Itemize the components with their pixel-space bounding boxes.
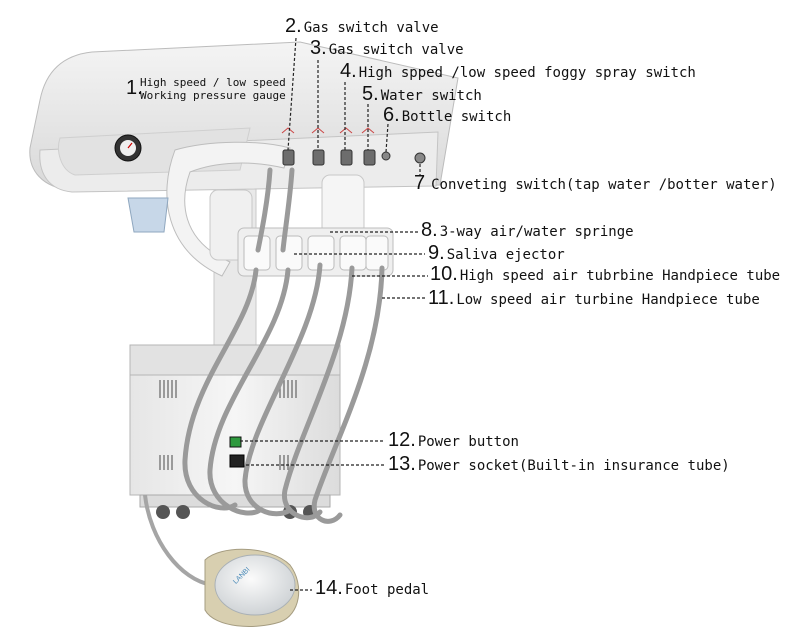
label-12: 12.Power button	[388, 429, 519, 451]
label-5-text: Water switch	[380, 88, 482, 104]
label-12-number: 12.	[388, 429, 416, 451]
label-13: 13.Power socket(Built-in insurance tube)	[388, 453, 730, 475]
label-2-number: 2.	[285, 15, 302, 37]
hoses	[182, 167, 385, 524]
label-6-text: Bottle switch	[401, 109, 512, 125]
label-5: 5.Water switch	[362, 83, 482, 105]
power-socket-icon	[229, 454, 245, 468]
label-11-number: 11.	[428, 287, 455, 309]
label-9: 9.Saliva ejector	[428, 242, 565, 264]
valve-row	[282, 149, 426, 166]
label-14-number: 14.	[315, 577, 343, 599]
label-6: 6.Bottle switch	[383, 104, 512, 126]
label-14: 14.Foot pedal	[315, 577, 430, 599]
label-3-text: Gas switch valve	[328, 42, 464, 58]
label-4: 4.High spped /low speed foggy spray swit…	[340, 60, 696, 82]
label-13-text: Power socket(Built-in insurance tube)	[417, 458, 730, 474]
power-button-icon	[229, 436, 242, 448]
label-2-text: Gas switch valve	[303, 20, 439, 36]
label-8-text: 3-way air/water springe	[439, 224, 634, 240]
label-13-number: 13.	[388, 453, 416, 475]
label-12-text: Power button	[417, 434, 519, 450]
label-3: 3.Gas switch valve	[310, 37, 464, 59]
leader-lines	[240, 37, 428, 591]
label-6-number: 6.	[383, 104, 400, 126]
label-1-number: 1.	[126, 77, 143, 99]
label-7: 7 Conveting switch(tap water /botter wate…	[414, 172, 777, 194]
label-8-number: 8.	[421, 219, 438, 241]
vent-grille	[159, 380, 297, 470]
label-3-number: 3.	[310, 37, 327, 59]
label-10: 10.High speed air tubrbine Handpiece tub…	[430, 263, 781, 285]
handpiece-arm	[166, 141, 291, 277]
label-1-line-2: Working pressure gauge	[140, 89, 286, 102]
label-9-number: 9.	[428, 242, 445, 264]
label-1: 1. High speed / low speed Working pressu…	[126, 76, 286, 102]
label-5-number: 5.	[362, 83, 379, 105]
water-cup	[127, 197, 169, 233]
label-11: 11.Low speed air turbine Handpiece tube	[428, 287, 760, 309]
label-4-text: High spped /low speed foggy spray switch	[358, 65, 696, 81]
label-8: 8.3-way air/water springe	[421, 219, 634, 241]
label-11-text: Low speed air turbine Handpiece tube	[456, 292, 760, 308]
label-2: 2.Gas switch valve	[285, 15, 439, 37]
label-9-text: Saliva ejector	[446, 247, 565, 263]
pedal-hose	[143, 494, 213, 587]
label-7-number: 7	[414, 172, 426, 194]
water-bottle-2	[321, 174, 365, 236]
label-4-number: 4.	[340, 60, 357, 82]
label-7-text: Conveting switch(tap water /botter water…	[431, 177, 777, 193]
foot-pedal: LANBI	[204, 548, 300, 627]
label-1-line-1: High speed / low speed	[140, 76, 286, 89]
label-10-text: High speed air tubrbine Handpiece tube	[459, 268, 781, 284]
label-10-number: 10.	[430, 263, 458, 285]
label-14-text: Foot pedal	[344, 582, 430, 598]
